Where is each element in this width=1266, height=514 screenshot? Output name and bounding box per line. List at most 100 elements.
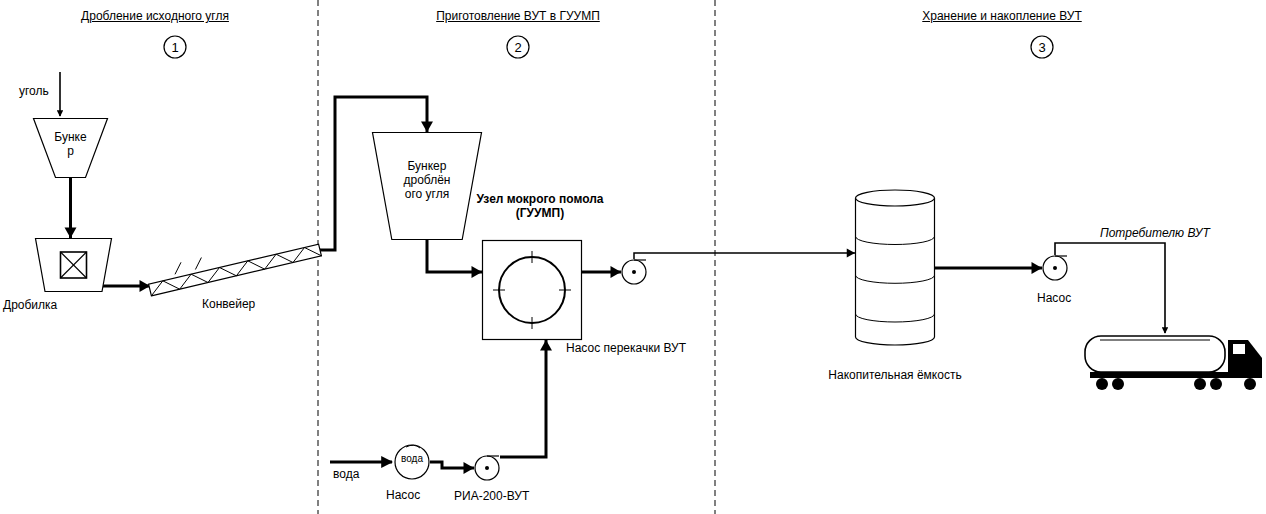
truck-tank xyxy=(1085,336,1225,372)
shape-outline xyxy=(474,455,500,481)
shape-stroke xyxy=(856,275,935,283)
shape-label: Конвейер xyxy=(202,297,282,311)
pump-symbol: Насос xyxy=(1042,255,1068,281)
shape-stroke xyxy=(395,445,429,479)
shape-stroke xyxy=(475,456,499,480)
truck-wheel xyxy=(1210,378,1222,390)
shape-stroke xyxy=(507,36,529,58)
shape-stroke xyxy=(532,251,533,263)
arrow-head xyxy=(540,340,552,351)
shape-label: Насос xyxy=(386,488,446,502)
shape-stroke xyxy=(149,244,322,296)
crusher-symbol: Дробилка xyxy=(35,238,112,292)
shape-stroke xyxy=(856,314,935,322)
screw-conveyor: Конвейер xyxy=(150,245,320,295)
flow-label: Потребителю ВУТ xyxy=(1100,226,1240,240)
shape-stroke xyxy=(406,445,420,448)
shape-stroke xyxy=(195,258,201,270)
shape-stroke xyxy=(483,241,582,340)
truck-wheel xyxy=(1194,378,1206,390)
shape-text: 1 xyxy=(171,40,178,55)
flow-connector xyxy=(935,262,1042,274)
section-divider xyxy=(715,0,716,514)
arrow-head xyxy=(847,249,855,258)
tank-truck xyxy=(1085,336,1262,390)
coal-bunker: Бунке р xyxy=(33,118,108,178)
section-heading: Дробление исходного угля xyxy=(55,9,255,23)
shape-outline xyxy=(150,245,320,295)
shape-stroke xyxy=(61,252,87,278)
shape-label: Накопительная ёмкость xyxy=(815,368,975,382)
shape-text: вода xyxy=(401,453,423,465)
flow-connector xyxy=(103,280,150,292)
shape-stroke xyxy=(1043,256,1067,280)
shape-stroke xyxy=(36,239,112,292)
coal-input-arrow xyxy=(59,72,61,116)
flow-connector xyxy=(65,178,77,238)
shape-stroke xyxy=(151,248,321,296)
shape-stroke xyxy=(1031,36,1053,58)
arrow-head xyxy=(421,122,433,133)
shape-stroke xyxy=(164,36,186,58)
flow-connector xyxy=(634,249,855,260)
flow-line xyxy=(500,340,546,457)
pump-symbol: РИА-200-ВУТ xyxy=(474,455,500,481)
shape-label: РИА-200-ВУТ xyxy=(454,489,554,503)
step-circle: 3 xyxy=(1030,35,1054,59)
flow-connector xyxy=(427,240,482,278)
shape-outline xyxy=(35,238,112,292)
shape-stroke xyxy=(34,119,108,178)
arrow-head xyxy=(472,266,483,278)
shape-stroke xyxy=(856,237,935,245)
shape-text: Бунке р xyxy=(52,130,90,158)
shape-stroke xyxy=(559,290,571,291)
arrow-head xyxy=(611,266,622,278)
truck-tank-line xyxy=(1100,340,1210,341)
shape-outline xyxy=(1042,255,1068,281)
flow-line xyxy=(427,240,482,272)
flow-connector xyxy=(500,340,552,457)
shape-stroke xyxy=(493,290,505,291)
water-pump-symbol: водаНасос xyxy=(394,444,430,480)
section-heading: Хранение и накопление ВУТ xyxy=(902,9,1102,23)
shape-stroke xyxy=(373,133,482,240)
shape-label: Узел мокрого помола (ГУУМП) xyxy=(474,192,606,220)
truck-wheel xyxy=(1112,378,1124,390)
truck-window xyxy=(1233,344,1245,354)
section-heading: Приготовление ВУТ в ГУУМП xyxy=(418,9,618,23)
shape-text: 3 xyxy=(1038,40,1045,55)
consumer-line xyxy=(1055,243,1165,333)
shape-stroke xyxy=(856,198,935,345)
arrow-head xyxy=(1032,262,1043,274)
shape-stroke xyxy=(1055,255,1067,256)
shape-label: Насос перекачки ВУТ xyxy=(566,341,716,355)
truck-cab xyxy=(1228,340,1262,378)
shape-stroke xyxy=(634,259,646,260)
shape-text: Бункер дроблён ого угля xyxy=(399,159,455,201)
flow-connector xyxy=(582,266,621,278)
shape-stroke xyxy=(61,252,87,278)
storage-tank: Накопительная ёмкость xyxy=(855,190,935,345)
shape-outline xyxy=(855,190,935,345)
wet-grinding-unit: Узел мокрого помола (ГУУМП) xyxy=(482,240,582,340)
arrow-head xyxy=(65,228,77,239)
step-circle: 1 xyxy=(163,35,187,59)
water-input-arrow xyxy=(330,461,392,464)
shape-label: Насос xyxy=(1037,291,1097,305)
truck-wheel xyxy=(1244,378,1256,390)
truck-wheel xyxy=(1096,378,1108,390)
flow-line xyxy=(935,267,1042,270)
shape-outline xyxy=(621,259,647,285)
shape-stroke xyxy=(61,252,87,278)
crushed-coal-bunker: Бункер дроблён ого угля xyxy=(372,132,482,240)
shape-text: 2 xyxy=(514,40,521,55)
pump-symbol: Насос перекачки ВУТ xyxy=(621,259,647,285)
shape-stroke xyxy=(1053,266,1057,270)
arrow-head xyxy=(464,462,475,474)
shape-outline xyxy=(482,240,582,340)
flow-connector xyxy=(430,462,474,474)
flow-label: вода xyxy=(333,467,373,481)
